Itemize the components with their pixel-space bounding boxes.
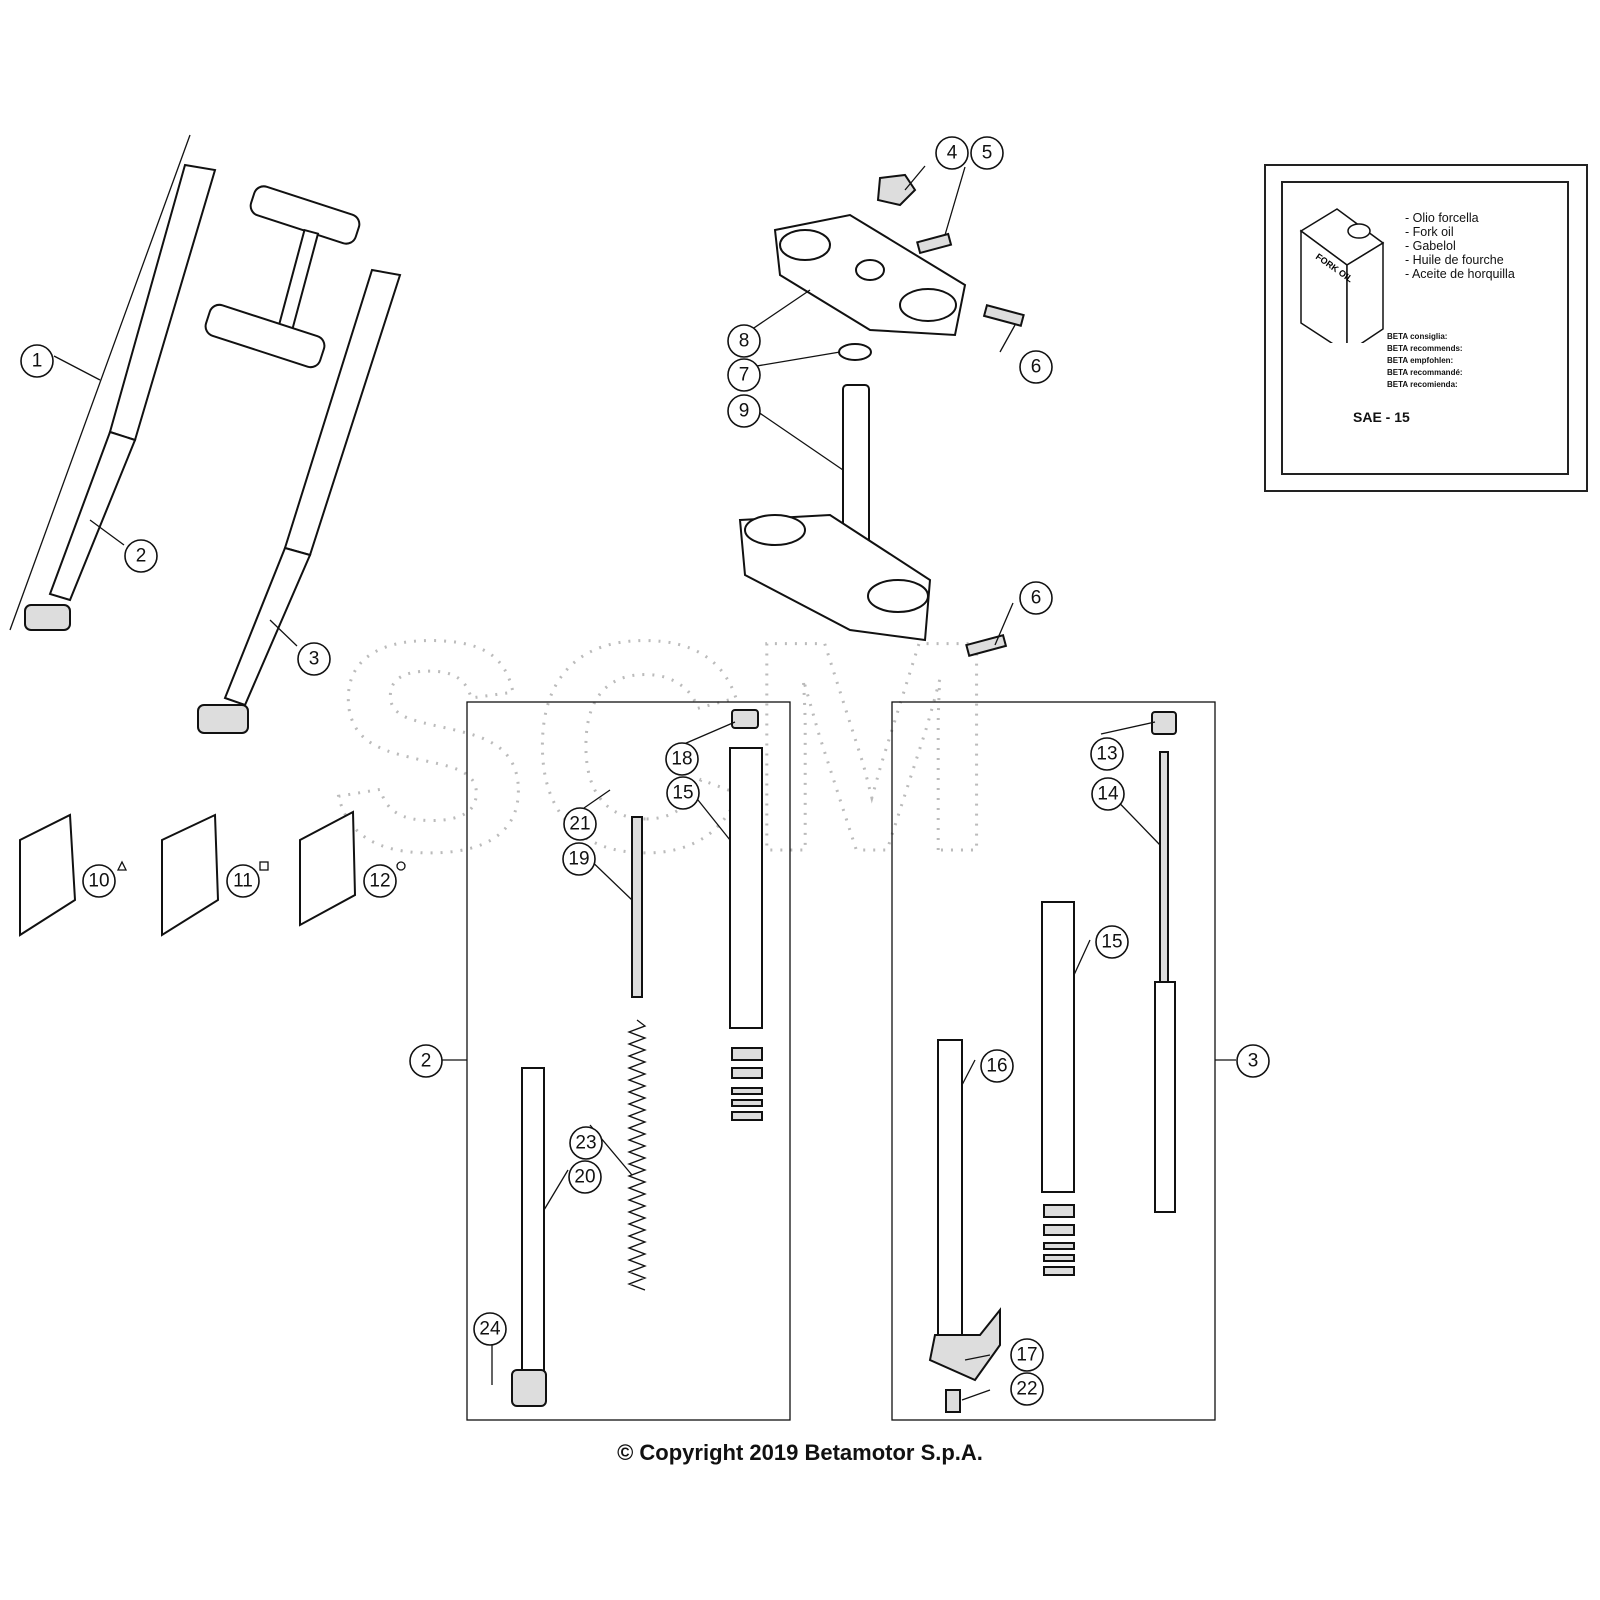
- svg-text:2: 2: [136, 546, 147, 567]
- seal-kit-bags: [19, 810, 406, 937]
- leg-2-parts: [511, 709, 763, 1407]
- oil-name: - Huile de fourche: [1405, 253, 1504, 267]
- svg-text:8: 8: [739, 331, 750, 352]
- oil-can-icon: FORK OIL: [1299, 208, 1385, 343]
- svg-text:12: 12: [369, 871, 390, 892]
- svg-text:24: 24: [479, 1319, 501, 1340]
- svg-text:5: 5: [982, 143, 993, 164]
- callout-5[interactable]: 5: [970, 136, 1004, 170]
- fork-leg-assembly-3: [197, 268, 402, 734]
- recommend-line: BETA consiglia:: [1387, 332, 1448, 341]
- callout-3-box[interactable]: 3: [1236, 1044, 1270, 1078]
- svg-text:1: 1: [32, 351, 43, 372]
- callout-13[interactable]: 13: [1090, 737, 1124, 771]
- bolt-6-lower: [965, 634, 1008, 657]
- callout-11[interactable]: 11: [226, 864, 260, 898]
- callout-14[interactable]: 14: [1091, 777, 1125, 811]
- svg-text:4: 4: [947, 143, 958, 164]
- recommend-line: BETA empfohlen:: [1387, 356, 1454, 365]
- steering-stem-lower-clamp: [738, 384, 932, 642]
- callout-2[interactable]: 2: [124, 539, 158, 573]
- bolt-5: [916, 232, 953, 255]
- oil-name: - Fork oil: [1405, 225, 1454, 239]
- oil-name: - Olio forcella: [1405, 211, 1479, 225]
- svg-text:16: 16: [986, 1056, 1007, 1077]
- steering-nut: [876, 173, 917, 207]
- callout-4[interactable]: 4: [935, 136, 969, 170]
- svg-text:3: 3: [1248, 1051, 1259, 1072]
- callout-17[interactable]: 17: [1010, 1338, 1044, 1372]
- callout-20[interactable]: 20: [568, 1160, 602, 1194]
- svg-text:7: 7: [739, 365, 750, 386]
- recommend-line: BETA recomienda:: [1387, 380, 1458, 389]
- svg-text:9: 9: [739, 401, 750, 422]
- bolt-6-upper: [982, 304, 1025, 327]
- svg-text:6: 6: [1031, 357, 1042, 378]
- callout-24[interactable]: 24: [473, 1312, 507, 1346]
- leader-lines: [53, 165, 1236, 1401]
- triple-clamp-small: [204, 185, 361, 369]
- oil-grade: SAE - 15: [1353, 409, 1410, 425]
- callout-15-right[interactable]: 15: [1095, 925, 1129, 959]
- leg-3-parts: [928, 711, 1177, 1413]
- svg-text:3: 3: [309, 649, 320, 670]
- svg-text:13: 13: [1096, 744, 1117, 765]
- callout-1[interactable]: 1: [20, 344, 54, 378]
- recommend-line: BETA recommandé:: [1387, 368, 1463, 377]
- callout-12[interactable]: 12: [363, 864, 397, 898]
- callout-10[interactable]: 10: [82, 864, 116, 898]
- fork-oil-info-box: FORK OIL - Olio forcella - Fork oil - Ga…: [1264, 164, 1588, 492]
- svg-text:22: 22: [1016, 1379, 1037, 1400]
- callout-3[interactable]: 3: [297, 642, 331, 676]
- callout-16[interactable]: 16: [980, 1049, 1014, 1083]
- svg-text:19: 19: [568, 849, 589, 870]
- oil-names: - Olio forcella - Fork oil - Gabelol - H…: [1405, 211, 1515, 281]
- svg-text:6: 6: [1031, 588, 1042, 609]
- svg-text:18: 18: [671, 749, 692, 770]
- callout-7[interactable]: 7: [727, 358, 761, 392]
- callout-15-left[interactable]: 15: [666, 776, 700, 810]
- callout-8[interactable]: 8: [727, 324, 761, 358]
- svg-text:21: 21: [569, 814, 590, 835]
- oil-name: - Aceite de horquilla: [1405, 267, 1515, 281]
- svg-text:10: 10: [88, 871, 109, 892]
- callout-6-upper[interactable]: 6: [1019, 350, 1053, 384]
- svg-text:11: 11: [233, 871, 253, 892]
- oil-recommendations: BETA consiglia: BETA recommends: BETA em…: [1387, 331, 1463, 391]
- upper-triple-clamp: [773, 213, 967, 337]
- callout-2-box[interactable]: 2: [409, 1044, 443, 1078]
- fork-oil-info-inner: FORK OIL - Olio forcella - Fork oil - Ga…: [1281, 181, 1569, 475]
- callout-23[interactable]: 23: [569, 1126, 603, 1160]
- svg-text:2: 2: [421, 1051, 432, 1072]
- svg-text:14: 14: [1097, 784, 1119, 805]
- leg-2-exploded-box: [466, 701, 791, 1421]
- callout-9[interactable]: 9: [727, 394, 761, 428]
- oil-name: - Gabelol: [1405, 239, 1456, 253]
- recommend-line: BETA recommends:: [1387, 344, 1463, 353]
- svg-text:17: 17: [1016, 1345, 1037, 1366]
- svg-text:15: 15: [1101, 932, 1122, 953]
- copyright-notice: © Copyright 2019 Betamotor S.p.A.: [617, 1440, 983, 1465]
- svg-text:20: 20: [574, 1167, 595, 1188]
- svg-text:23: 23: [575, 1133, 596, 1154]
- o-ring-7: [838, 343, 872, 361]
- callout-21[interactable]: 21: [563, 807, 597, 841]
- callout-6-lower[interactable]: 6: [1019, 581, 1053, 615]
- callout-18[interactable]: 18: [665, 742, 699, 776]
- callout-19[interactable]: 19: [562, 842, 596, 876]
- leg-3-exploded-box: [891, 701, 1216, 1421]
- fork-leg-assembly-1: [9, 134, 217, 631]
- callout-22[interactable]: 22: [1010, 1372, 1044, 1406]
- svg-text:15: 15: [672, 783, 693, 804]
